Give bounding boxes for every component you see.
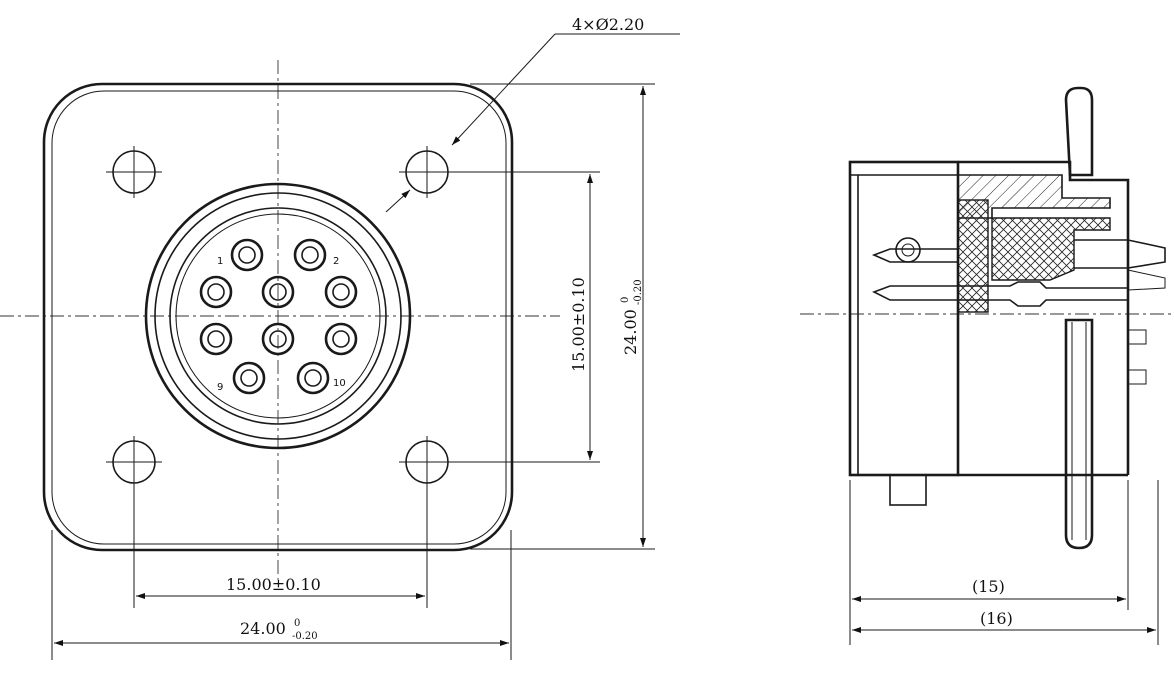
pin-label: 10	[333, 378, 346, 389]
flange-outline	[42, 82, 514, 552]
side-dim-16-text: (16)	[980, 609, 1013, 628]
side-dim-16: (16)	[852, 480, 1159, 645]
contact-pin	[230, 238, 264, 272]
front-view: 1 2 9 10 4×Ø2.20 15.00±0.10 24.00 0 -0.	[0, 15, 680, 660]
flange-size-vertical-lower-tol: -0.20	[633, 279, 644, 305]
flange-size-horizontal-lower-tol: -0.20	[292, 631, 318, 642]
contact-pin	[232, 361, 266, 395]
contact-pin	[296, 361, 330, 395]
side-notches	[1127, 329, 1147, 385]
contact-pin	[199, 322, 233, 356]
receptacle-ring-2	[154, 192, 402, 440]
hole-spacing-horizontal-dim: 15.00±0.10	[133, 485, 428, 608]
mounting-hole-top-left	[106, 146, 162, 198]
contact-pin	[261, 322, 295, 356]
hole-spacing-vertical-dim: 15.00±0.10	[448, 171, 600, 463]
mounting-hole-bottom-right	[399, 436, 455, 488]
flange-size-vertical-upper-tol: 0	[620, 297, 631, 303]
flange-plate-section	[1064, 86, 1094, 177]
insert-ring	[169, 207, 387, 425]
hole-spacing-horizontal-text: 15.00±0.10	[226, 575, 321, 594]
mounting-hole-bottom-left	[106, 436, 162, 488]
mounting-hole-top-right	[399, 146, 455, 198]
pin-label: 2	[333, 256, 339, 267]
flange-size-horizontal-nominal: 24.00	[240, 619, 286, 638]
side-dim-15-text: (15)	[972, 577, 1005, 596]
contact-pins-side	[871, 237, 1166, 307]
hole-callout-text: 4×Ø2.20	[572, 15, 644, 34]
side-section-view: (15) (16)	[800, 86, 1174, 645]
rear-insert-section	[957, 199, 989, 313]
pin-label: 1	[217, 256, 223, 267]
flange-size-horizontal-dim: 24.00 0 -0.20	[51, 530, 512, 660]
contact-pin	[199, 275, 233, 309]
pin-label: 9	[217, 382, 223, 393]
flange-size-vertical-dim: 24.00 0 -0.20	[470, 83, 655, 550]
contact-pin	[293, 238, 327, 272]
flange-inner-edge	[51, 90, 507, 545]
contact-pin	[324, 322, 358, 356]
contact-pin	[261, 275, 295, 309]
hole-callout: 4×Ø2.20	[385, 15, 680, 213]
hole-spacing-vertical-text: 15.00±0.10	[569, 277, 588, 372]
insert-inner-ring	[175, 213, 381, 419]
flange-size-vertical-nominal: 24.00	[621, 309, 640, 355]
flange-size-horizontal-upper-tol: 0	[294, 618, 300, 629]
side-dim-15: (15)	[849, 480, 1129, 645]
receptacle-outer-ring	[144, 182, 412, 450]
contacts	[199, 238, 358, 395]
connector-body	[848, 160, 1130, 477]
rear-tab	[889, 474, 927, 506]
contact-pin	[324, 275, 358, 309]
front-insert-section	[991, 217, 1111, 281]
flange-plate-lower	[1064, 318, 1094, 550]
